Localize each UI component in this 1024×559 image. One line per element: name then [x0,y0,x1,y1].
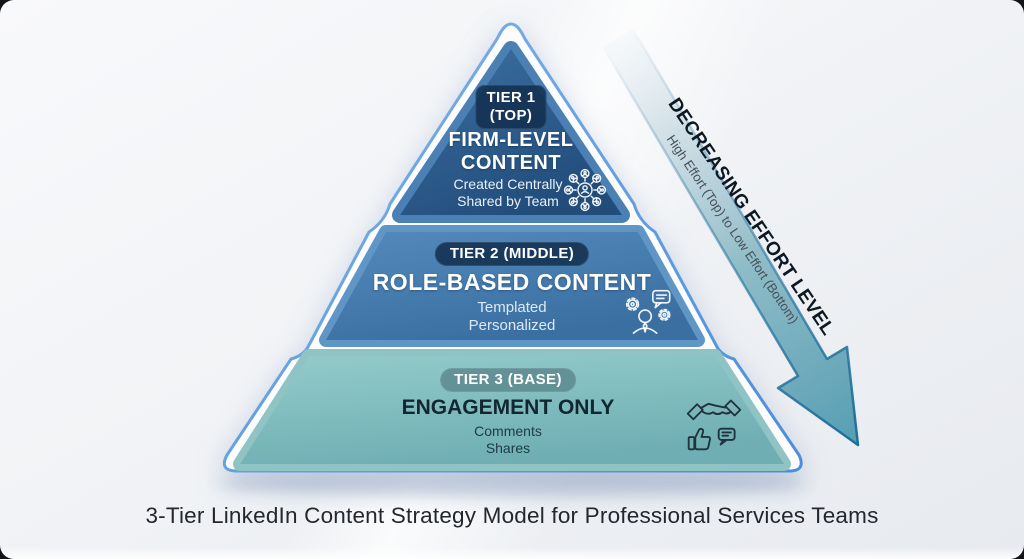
tier3-badge: TIER 3 (BASE) [440,368,576,392]
tier2-title: ROLE-BASED CONTENT [373,270,652,295]
tier1-subtitle: Created Centrally Shared by Team [454,176,563,210]
tier2-shape [319,225,705,347]
personalized-content-icon [621,283,675,337]
tier1-shape [392,41,630,223]
tier3-badge-line1: TIER 3 (BASE) [454,371,562,388]
tier2-badge-line1: TIER 2 (MIDDLE) [449,245,575,262]
tier3-subtitle: Comments Shares [474,423,542,457]
tier3-title: ENGAGEMENT ONLY [402,396,615,419]
engagement-icon [684,393,744,453]
tier1-subtitle-line2: Shared by Team [457,193,559,209]
tier3-title-line1: ENGAGEMENT ONLY [401,396,615,419]
tier1-title-line1: FIRM-LEVEL [448,129,574,151]
team-network-icon [562,167,608,213]
tier2-subtitle-line2: Personalized [468,317,556,334]
pyramid-ground-shadow [217,471,807,497]
tier2-subtitle-line1: Templated [477,299,547,316]
tier1-subtitle-line1: Created Centrally [453,176,563,192]
tier2-title-line1: ROLE-BASED CONTENT [372,269,652,295]
tier2-badge: TIER 2 (MIDDLE) [434,242,590,266]
tier1-title-line2: CONTENT [460,152,562,174]
tier1-badge-line2: (TOP) [489,107,533,124]
diagram-caption: 3-Tier LinkedIn Content Strategy Model f… [145,503,879,528]
effort-arrow [601,27,860,447]
tier1-title: FIRM-LEVEL CONTENT [449,129,574,175]
tier3-subtitle-line1: Comments [474,423,542,439]
tier3-shape [233,349,791,471]
tier2-subtitle: Templated Personalized [469,299,556,335]
tier1-badge: TIER 1 (TOP) [475,85,547,129]
tier3-subtitle-line2: Shares [485,440,531,456]
tier1-badge-line1: TIER 1 [486,89,536,106]
